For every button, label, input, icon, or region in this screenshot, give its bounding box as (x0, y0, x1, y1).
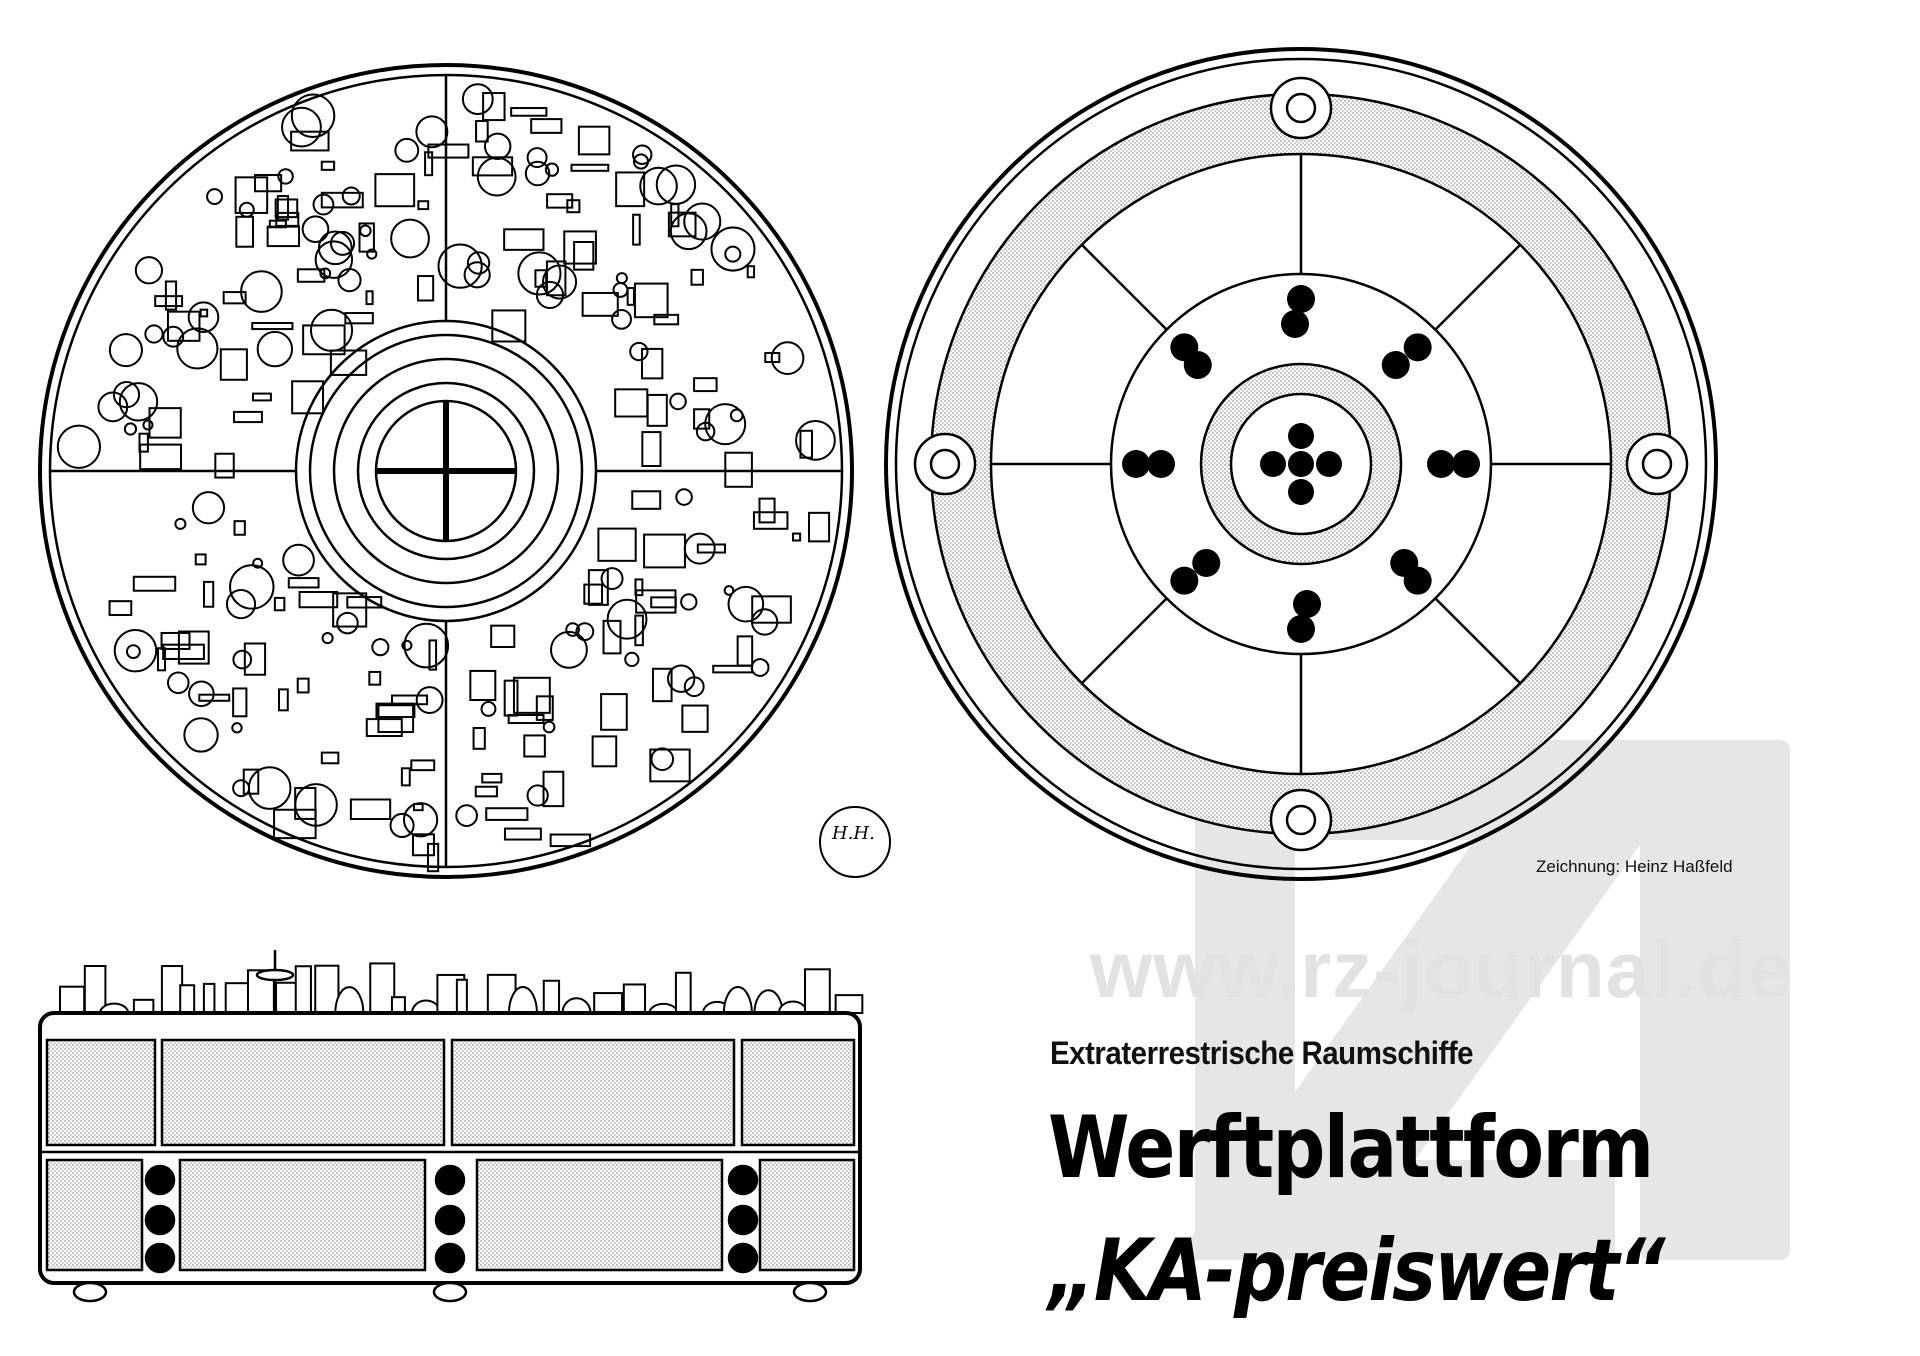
kicker-heading: Extraterrestrische Raumschiffe (1050, 1035, 1474, 1071)
watermark-url: www.rz-journal.de (1090, 925, 1793, 1014)
side-view (38, 950, 864, 1303)
title-line-2: „KA-preiswert“ (1048, 1221, 1665, 1321)
signature: H.H. (832, 823, 875, 844)
illustrator-credit: Zeichnung: Heinz Haßfeld (1536, 857, 1733, 876)
bottom-view-disc (884, 47, 1718, 881)
title-line-1: Werftplattform (1048, 1098, 1654, 1198)
signature-seal (819, 806, 891, 878)
top-view-disc (38, 63, 854, 879)
